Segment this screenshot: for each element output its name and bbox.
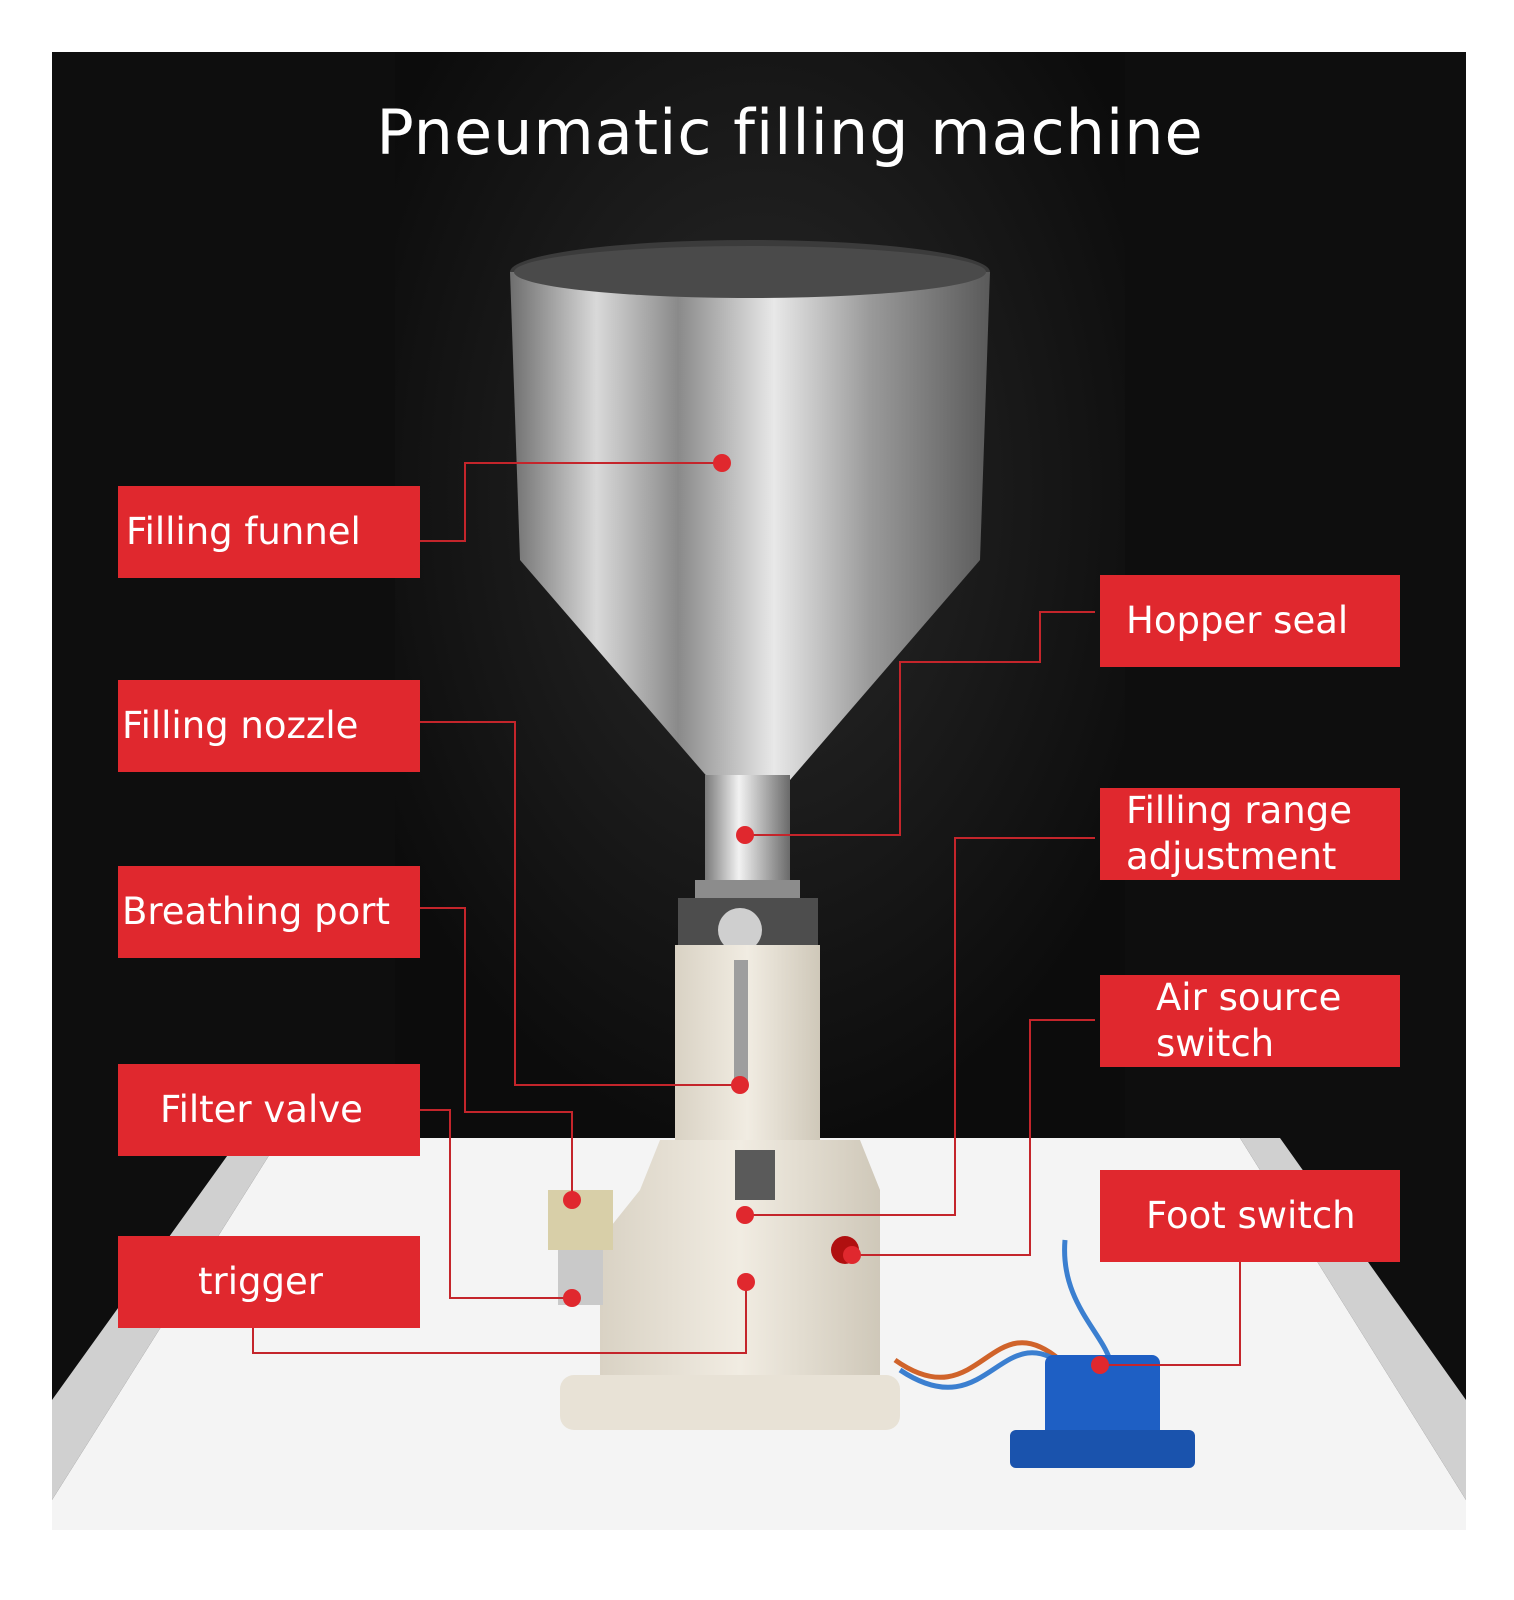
label-filling-nozzle-text: Filling nozzle bbox=[122, 704, 359, 748]
label-filling-funnel: Filling funnel bbox=[118, 486, 420, 578]
label-foot-switch: Foot switch bbox=[1100, 1170, 1400, 1262]
label-breathing-port-text: Breathing port bbox=[122, 890, 390, 934]
label-hopper-seal-text: Hopper seal bbox=[1126, 599, 1349, 643]
label-filling-range-adjustment-text: Filling range adjustment bbox=[1126, 788, 1352, 878]
label-air-source-switch: Air source switch bbox=[1100, 975, 1400, 1067]
page-title: Pneumatic filling machine bbox=[376, 96, 1204, 169]
label-filter-valve: Filter valve bbox=[118, 1064, 420, 1156]
label-filter-valve-text: Filter valve bbox=[160, 1088, 363, 1132]
label-foot-switch-text: Foot switch bbox=[1146, 1194, 1356, 1238]
label-filling-funnel-text: Filling funnel bbox=[126, 510, 361, 554]
label-filling-range-adjustment: Filling range adjustment bbox=[1100, 788, 1400, 880]
filling-funnel bbox=[510, 272, 990, 780]
label-breathing-port: Breathing port bbox=[118, 866, 420, 958]
piston-rod bbox=[734, 960, 748, 1090]
machine-base bbox=[560, 1375, 900, 1430]
machine-lower-body bbox=[600, 1140, 880, 1380]
foot-switch-base bbox=[1010, 1430, 1195, 1468]
valve-knob bbox=[718, 908, 762, 952]
label-air-source-switch-text: Air source switch bbox=[1156, 975, 1342, 1065]
label-hopper-seal: Hopper seal bbox=[1100, 575, 1400, 667]
label-filling-nozzle: Filling nozzle bbox=[118, 680, 420, 772]
adjustment-screw bbox=[735, 1150, 775, 1200]
foot-switch-pedal bbox=[1045, 1355, 1160, 1440]
label-trigger-text: trigger bbox=[198, 1260, 323, 1304]
label-trigger: trigger bbox=[118, 1236, 420, 1328]
